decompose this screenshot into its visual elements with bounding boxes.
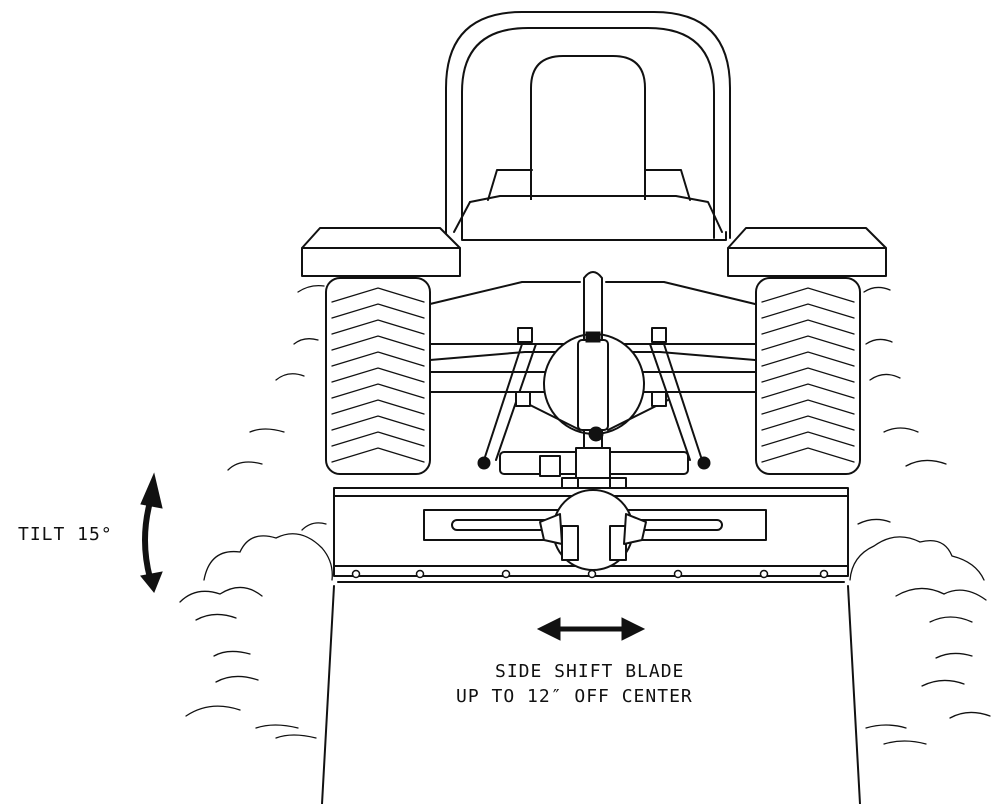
left-rear-tire	[325, 277, 431, 475]
blade-bolt	[759, 569, 769, 579]
tractor-seat	[487, 55, 691, 201]
rear-blade	[321, 487, 861, 804]
tire-tread	[761, 415, 855, 431]
tire-tread	[761, 447, 855, 463]
tire-tread	[331, 431, 425, 447]
rops-frame	[445, 11, 731, 239]
tire-tread	[761, 367, 855, 383]
dirt-right	[849, 286, 991, 745]
tire-tread	[331, 303, 425, 319]
blade-bolt	[819, 569, 829, 579]
side-shift-label-line2: UP TO 12″ OFF CENTER	[456, 686, 693, 707]
tire-tread	[331, 399, 425, 415]
tire-tread	[331, 415, 425, 431]
tire-tread	[331, 447, 425, 463]
blade-bolt	[587, 569, 597, 579]
tire-tread	[761, 431, 855, 447]
blade-bolt	[415, 569, 425, 579]
curved-double-arrow-icon	[140, 472, 163, 593]
tilt-label: TILT 15°	[18, 524, 113, 545]
tire-tread	[331, 351, 425, 367]
horizontal-double-arrow-icon	[536, 617, 646, 641]
tire-tread	[761, 335, 855, 351]
left-fender	[301, 227, 461, 277]
tire-tread	[331, 335, 425, 351]
dirt-left	[179, 284, 333, 739]
tire-tread	[761, 319, 855, 335]
tire-tread	[761, 287, 855, 303]
tire-tread	[331, 383, 425, 399]
tire-tread	[761, 303, 855, 319]
right-fender	[727, 227, 887, 277]
tire-tread	[331, 287, 425, 303]
blade-bolt	[351, 569, 361, 579]
tire-tread	[331, 319, 425, 335]
side-shift-label-line1: SIDE SHIFT BLADE	[495, 661, 685, 682]
right-rear-tire	[755, 277, 861, 475]
tire-tread	[761, 351, 855, 367]
blade-bolt	[673, 569, 683, 579]
tire-tread	[331, 367, 425, 383]
blade-bolt	[501, 569, 511, 579]
tire-tread	[761, 383, 855, 399]
tire-tread	[761, 399, 855, 415]
